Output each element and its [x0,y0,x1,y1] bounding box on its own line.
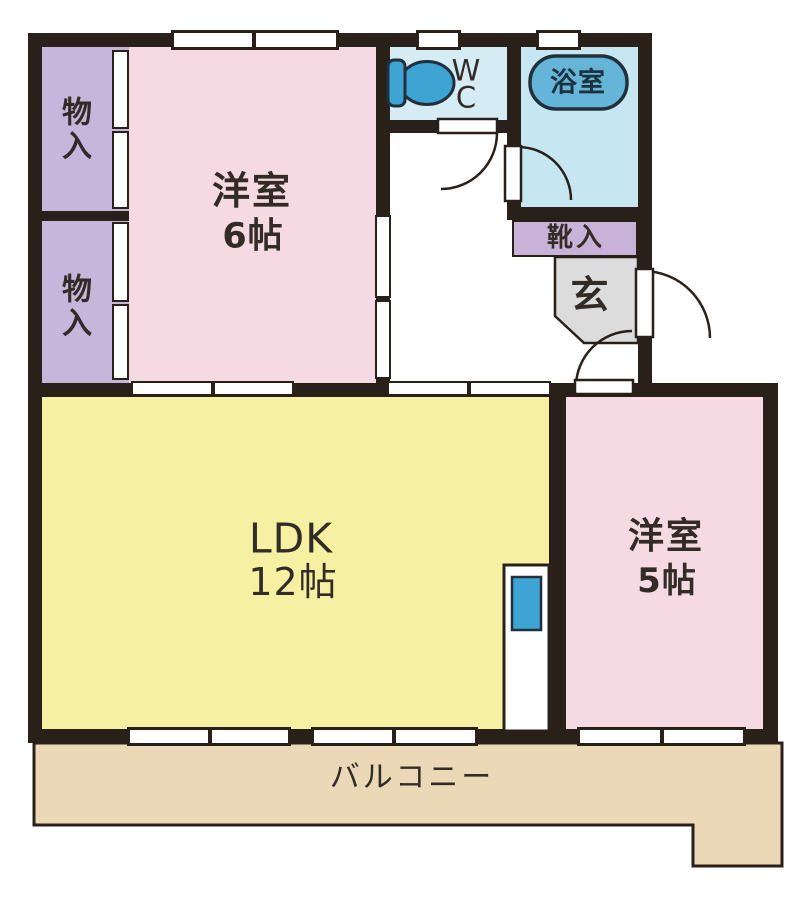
window [171,30,255,50]
balcony-label: バルコニー [329,760,495,795]
toilet-icon [386,58,456,108]
wc-door-leaf [436,117,499,135]
room6-name-label: 洋室 [211,169,293,213]
window [127,727,211,746]
wall-ldk-room5-divider [549,383,566,743]
storage-upper-label: 物入 [62,95,92,164]
wc-door-arc [440,132,499,191]
entrance-area [553,255,640,345]
room5-door-arc [574,329,633,388]
window [311,727,395,746]
balcony-area [32,741,784,868]
sink-icon [510,575,543,632]
window [209,727,291,746]
storage-lower-label: 物入 [62,272,92,341]
ldk-name-label: LDK [248,514,334,563]
bath-door-leaf [503,144,523,203]
bath-door-arc [517,145,573,201]
sliding-door [375,300,391,379]
shoe-cabinet [512,220,638,257]
sliding-door [112,304,129,380]
window [661,727,746,746]
sliding-door [213,381,294,396]
front-door-arc [643,269,712,339]
sliding-door [112,131,129,209]
room5-size-label: 5帖 [637,561,697,601]
wall-closet-bottom [28,383,135,397]
entrance-label: 玄 [570,273,610,317]
sliding-door [469,381,551,396]
western-room-6 [129,47,376,383]
wall-bath-bottom [507,207,652,220]
front-door-leaf [634,267,655,339]
room5-door-leaf [573,378,635,396]
wall-room5-right [763,383,778,743]
window [416,30,461,50]
sliding-door [112,222,129,302]
ldk-room [42,397,549,729]
sliding-door [387,381,469,396]
shoe-cabinet-label: 靴入 [546,223,606,253]
wc-label: WC [451,53,481,114]
ldk-size-label: 12帖 [248,560,338,604]
western-room-5 [566,397,763,729]
window [577,727,663,746]
bath-label: 浴室 [550,67,606,99]
sliding-door [131,381,213,396]
window [536,30,581,50]
sliding-door [375,215,391,298]
wall-closet-divider [28,211,129,221]
window [393,727,478,746]
room5-name-label: 洋室 [627,516,705,557]
window [253,30,339,50]
sliding-door [112,50,129,129]
kitchen-counter [502,563,551,733]
room6-size-label: 6帖 [222,216,284,257]
bathtub-icon [528,54,629,111]
